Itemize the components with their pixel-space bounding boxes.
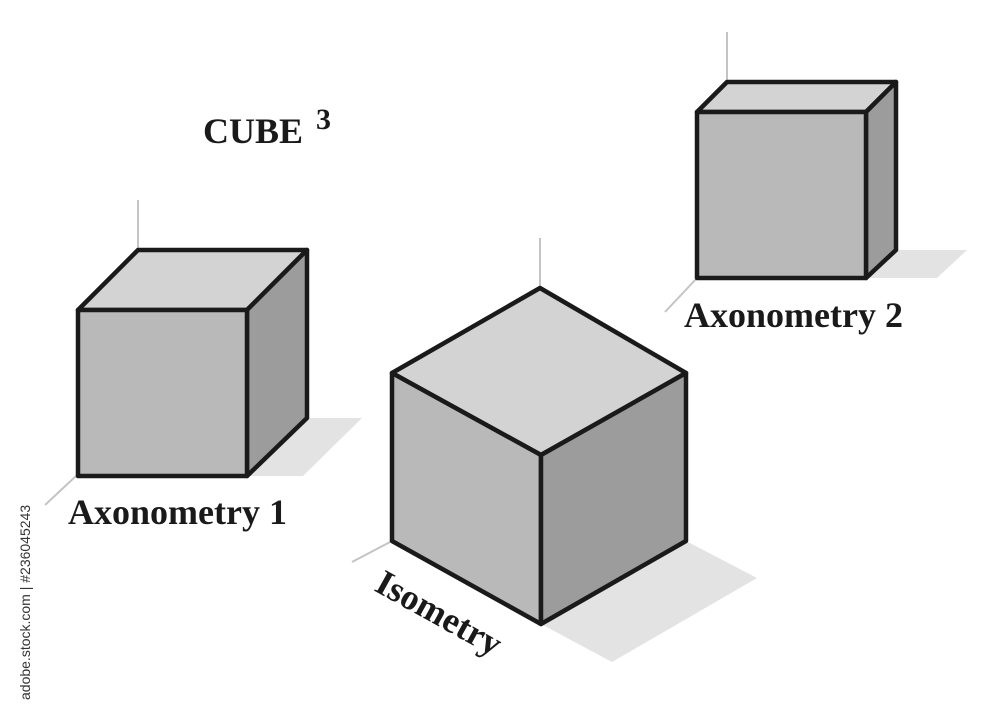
cube1-ground-axis — [44, 475, 77, 506]
cube3-side-face — [863, 79, 899, 281]
cube2-shadow — [541, 541, 757, 662]
stock-id-text: adobe.stock.com | #236045243 — [17, 505, 33, 700]
cube2-ground-axis — [351, 540, 393, 563]
title-superscript: 3 — [316, 103, 331, 136]
cube-axonometry-2 — [694, 79, 899, 281]
label-axonometry-2: Axonometry 2 — [684, 295, 903, 335]
diagram-title: CUBE 3 — [203, 103, 331, 151]
cube1-front-face — [75, 307, 250, 479]
cube3-ground-axis — [664, 277, 698, 313]
cube1-shadow — [248, 418, 362, 476]
cube3-top-face — [694, 79, 899, 115]
title-text: CUBE — [203, 111, 303, 151]
label-axonometry-1: Axonometry 1 — [68, 492, 287, 532]
cube-isometry — [389, 285, 689, 627]
cube2-right-face — [538, 370, 689, 627]
cube3-front-face — [694, 109, 869, 281]
cube-axonometry-1 — [75, 247, 310, 479]
